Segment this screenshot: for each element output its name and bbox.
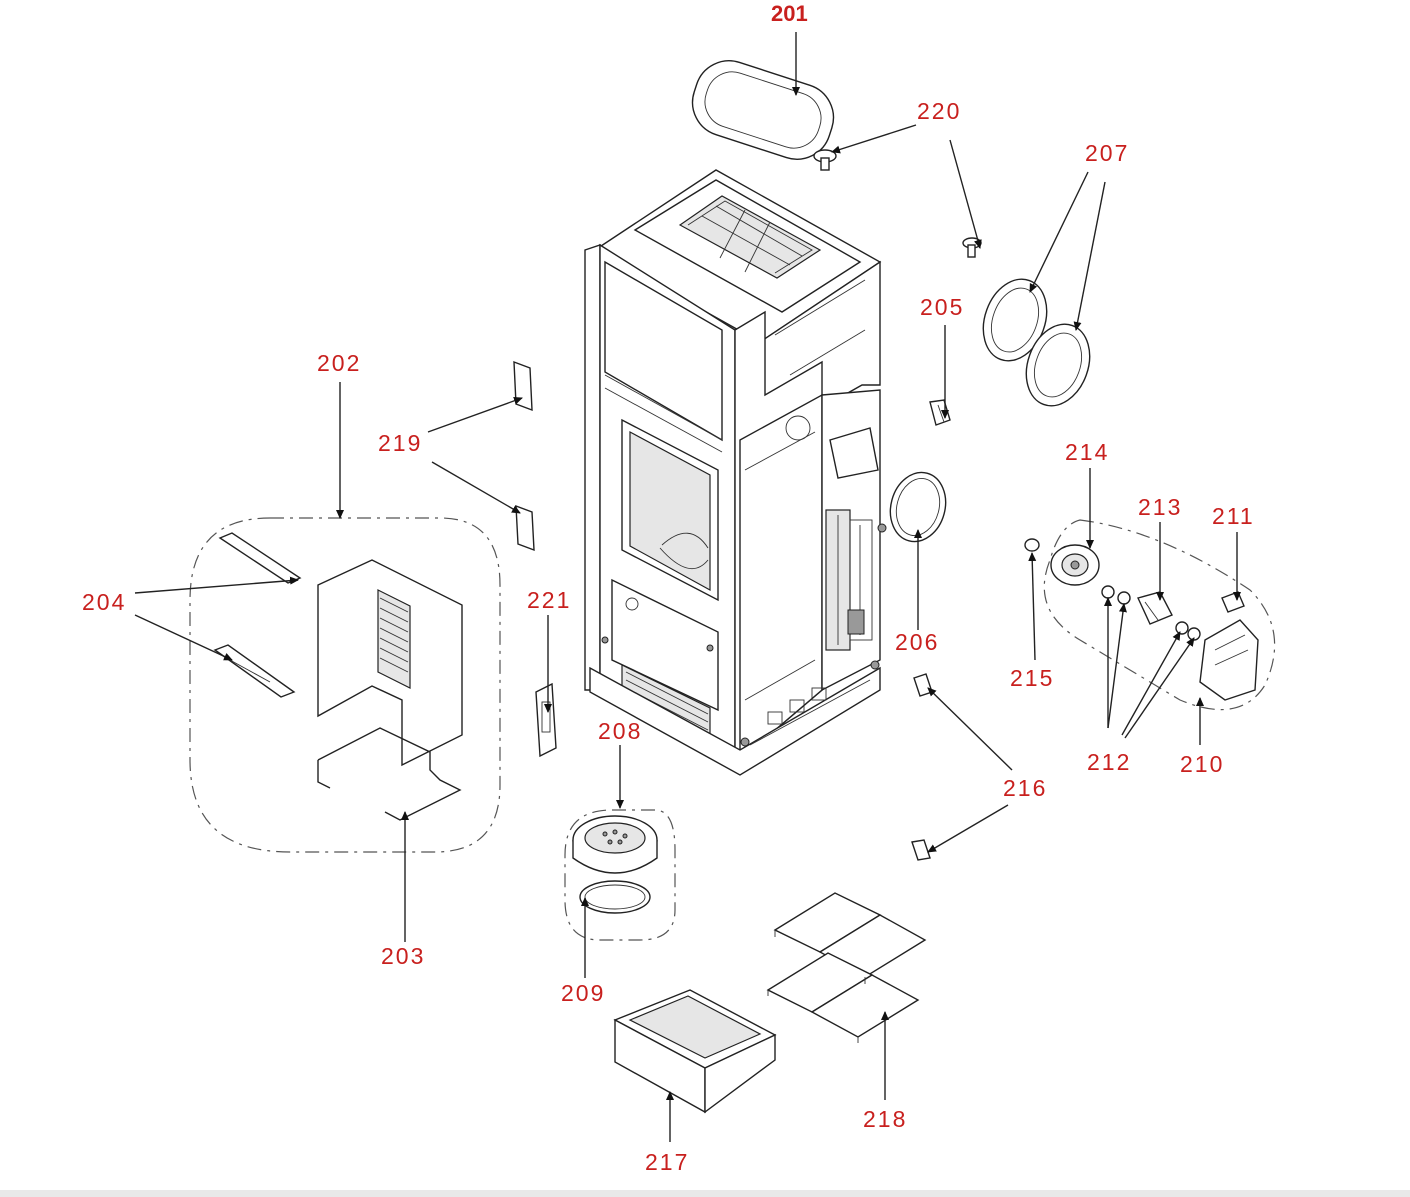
- label-216: 216: [1003, 775, 1047, 801]
- label-214: 214: [1065, 439, 1109, 465]
- label-217: 217: [645, 1149, 689, 1175]
- label-207: 207: [1085, 140, 1129, 166]
- part-218-floor-tiles: [766, 892, 927, 1043]
- label-221: 221: [527, 587, 571, 613]
- label-212: 212: [1087, 749, 1131, 775]
- group-202-heat-exchanger: [189, 517, 501, 853]
- label-204: 204: [82, 589, 126, 615]
- group-210-fan-assembly: [1024, 519, 1276, 711]
- part-206-ring-gasket: [889, 471, 947, 543]
- part-208-burner-pot: [564, 809, 676, 941]
- part-216-clips: [911, 673, 933, 861]
- label-219: 219: [378, 430, 422, 456]
- leader-lines: [134, 32, 1241, 1142]
- stove-main-body: [584, 169, 887, 776]
- label-201: 201: [771, 1, 808, 26]
- label-215: 215: [1010, 665, 1054, 691]
- part-205-sensor: [929, 399, 951, 426]
- label-213: 213: [1138, 494, 1182, 520]
- label-206: 206: [895, 629, 939, 655]
- label-202: 202: [317, 350, 361, 376]
- label-203: 203: [381, 943, 425, 969]
- part-207-round-gaskets: [982, 278, 1091, 407]
- label-218: 218: [863, 1106, 907, 1132]
- label-209: 209: [561, 980, 605, 1006]
- part-labels: 201 220 207 205 202 219 214 213 211 221 …: [82, 1, 1255, 1175]
- label-210: 210: [1180, 751, 1224, 777]
- part-217-ash-drawer: [613, 989, 777, 1114]
- part-221-bracket: [535, 682, 557, 758]
- part-201-lid-gasket: [691, 60, 835, 160]
- label-208: 208: [598, 718, 642, 744]
- label-205: 205: [920, 294, 964, 320]
- label-220: 220: [917, 98, 961, 124]
- label-211: 211: [1212, 503, 1255, 529]
- bottom-scroll-edge: [0, 1190, 1410, 1197]
- part-219-hinges: [513, 360, 535, 552]
